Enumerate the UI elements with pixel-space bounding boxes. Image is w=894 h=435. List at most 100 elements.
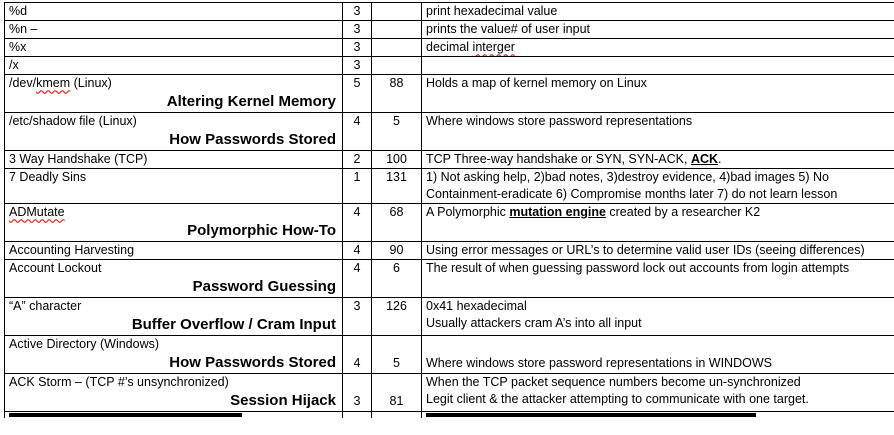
- desc-cell: When the TCP packet sequence numbers bec…: [421, 373, 894, 412]
- category-label: How Passwords Stored: [169, 354, 336, 371]
- term-cell: %x: [4, 38, 343, 57]
- page-cell: 6: [371, 259, 422, 298]
- term: /x: [9, 58, 19, 72]
- page-cell: 131: [371, 168, 422, 204]
- table-row: /dev/kmem (Linux)Altering Kernel Memory …: [4, 74, 894, 113]
- emphasis: ACK: [690, 152, 719, 166]
- term: %x: [9, 40, 27, 54]
- table-row: %x 3 decimal interger: [4, 38, 894, 57]
- term: 3 Way Handshake (TCP): [9, 152, 148, 166]
- desc-cell: The result of when guessing password loc…: [421, 259, 894, 298]
- term-cell: %d: [4, 2, 343, 21]
- category-label: How Passwords Stored: [169, 131, 336, 148]
- term-cell: /x: [4, 56, 343, 75]
- desc-line: Legit client & the attacker attempting t…: [426, 392, 809, 406]
- category-label: Session Hijack: [230, 392, 336, 409]
- page-cell: 126: [371, 297, 422, 336]
- term: /etc/shadow file (Linux): [9, 114, 137, 128]
- desc-cell: prints the value# of user input: [421, 20, 894, 39]
- desc-cell: [421, 56, 894, 75]
- desc-line: Containment-eradicate 6) Compromise mont…: [426, 187, 838, 201]
- term: 7 Deadly Sins: [9, 170, 87, 184]
- emphasis: mutation engine: [509, 205, 606, 219]
- table-row: /etc/shadow file (Linux) How Passwords St…: [4, 112, 894, 151]
- term: ADMutate: [9, 205, 65, 219]
- domain-cell: 3: [342, 373, 372, 412]
- misspelled-word: kmem: [36, 76, 71, 90]
- term: %d: [9, 4, 28, 18]
- term-cell: 7 Deadly Sins: [4, 168, 343, 204]
- page-cell: 88: [371, 74, 422, 113]
- domain-cell: 4: [342, 241, 372, 260]
- table-row: ACK Storm – (TCP #’s unsynchronized)Sess…: [4, 373, 894, 412]
- table-row-cutoff: [4, 411, 894, 418]
- term-cell: /etc/shadow file (Linux) How Passwords St…: [4, 112, 343, 151]
- desc-cell: decimal interger: [421, 38, 894, 57]
- page-cell: [371, 2, 422, 21]
- page-cell: 81: [371, 373, 422, 412]
- page-cell: 5: [371, 112, 422, 151]
- desc-cell: print hexadecimal value: [421, 2, 894, 21]
- table-row: %d 3 print hexadecimal value: [4, 2, 894, 21]
- page-cell: 5: [371, 335, 422, 374]
- term: %n –: [9, 22, 38, 36]
- table-row: Accounting Harvesting 4 90 Using error m…: [4, 241, 894, 260]
- term-cell: ACK Storm – (TCP #’s unsynchronized)Sess…: [4, 373, 343, 412]
- desc-cell: [421, 411, 894, 418]
- page-cell: 90: [371, 241, 422, 260]
- desc-cell: Holds a map of kernel memory on Linux: [421, 74, 894, 113]
- term-cell: %n –: [4, 20, 343, 39]
- domain-cell: [342, 411, 372, 418]
- domain-cell: 3: [342, 56, 372, 75]
- table-row: 3 Way Handshake (TCP) 2 100 TCP Three-wa…: [4, 150, 894, 169]
- term: /dev/kmem (Linux): [9, 76, 112, 90]
- domain-cell: 3: [342, 2, 372, 21]
- page-cell: 68: [371, 203, 422, 242]
- desc-cell: Where windows store password representat…: [421, 112, 894, 151]
- table-row: /x 3: [4, 56, 894, 75]
- desc-line: When the TCP packet sequence numbers bec…: [426, 375, 801, 389]
- domain-cell: 4: [342, 335, 372, 374]
- glossary-table: %d 3 print hexadecimal value %n – 3 prin…: [4, 2, 894, 418]
- term: Active Directory (Windows): [9, 337, 160, 351]
- domain-cell: 4: [342, 203, 372, 242]
- table-row: Active Directory (Windows) How Passwords …: [4, 335, 894, 374]
- term-cell: /dev/kmem (Linux) Altering Kernel Memory: [4, 74, 343, 113]
- term-cell: Accounting Harvesting: [4, 241, 343, 260]
- domain-cell: 3: [342, 20, 372, 39]
- term: “A” character: [9, 299, 82, 313]
- term-cell: [4, 411, 343, 418]
- desc-cell: 1) Not asking help, 2)bad notes, 3)destr…: [421, 168, 894, 204]
- table-row: 7 Deadly Sins 1 131 1) Not asking help, …: [4, 168, 894, 204]
- page-cell: [371, 56, 422, 75]
- domain-cell: 3: [342, 297, 372, 336]
- category-label: Polymorphic How-To: [187, 222, 336, 239]
- desc-line: Usually attackers cram A’s into all inpu…: [426, 316, 642, 330]
- page-cell: 100: [371, 150, 422, 169]
- desc-line: 0x41 hexadecimal: [426, 299, 527, 313]
- cut-off-text: [426, 413, 756, 417]
- desc-cell: A Polymorphic mutation engine created by…: [421, 203, 894, 242]
- desc-cell: Using error messages or URL’s to determi…: [421, 241, 894, 260]
- category-label: Buffer Overflow / Cram Input: [131, 316, 336, 333]
- page-cell: [371, 20, 422, 39]
- term: ACK Storm – (TCP #’s unsynchronized): [9, 375, 229, 389]
- page-cell: [371, 38, 422, 57]
- term: Accounting Harvesting: [9, 243, 135, 257]
- misspelled-word: interger: [472, 40, 515, 54]
- domain-cell: 4: [342, 259, 372, 298]
- desc-cell: Where windows store password representat…: [421, 335, 894, 374]
- desc-line: 1) Not asking help, 2)bad notes, 3)destr…: [426, 170, 830, 184]
- domain-cell: 4: [342, 112, 372, 151]
- term: Account Lockout: [9, 261, 102, 275]
- domain-cell: 5: [342, 74, 372, 113]
- category-label: Password Guessing: [192, 278, 336, 295]
- desc-text: decimal: [426, 40, 473, 54]
- category-label: Altering Kernel Memory: [166, 93, 336, 110]
- domain-cell: 3: [342, 38, 372, 57]
- page-cell: [371, 411, 422, 418]
